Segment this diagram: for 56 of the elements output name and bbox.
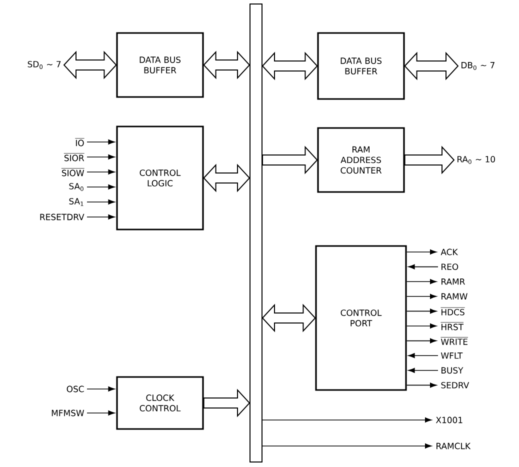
block-box: CONTROL PORT bbox=[315, 245, 407, 391]
signal-label: $\overline{\hbox{WRITE}}$ bbox=[440, 337, 468, 345]
signal-label: SEDRV bbox=[441, 382, 470, 388]
signal-arrow bbox=[406, 294, 437, 299]
bus-bar bbox=[250, 4, 262, 462]
signal-label: $\overline{\hbox{HDCS}}$ bbox=[440, 308, 465, 316]
signal-label: $\overline{\hbox{SIOR}}$ bbox=[64, 153, 84, 162]
signal-label: $\overline{\hbox{HRST}}$ bbox=[440, 322, 464, 330]
signal-arrow bbox=[262, 444, 432, 448]
signal-label: BUSY bbox=[442, 367, 464, 374]
signal-arrow bbox=[408, 353, 438, 358]
signal-label: RAMCLK bbox=[436, 442, 471, 450]
signal-label: REO bbox=[442, 264, 458, 270]
bus-arrow bbox=[262, 146, 318, 174]
signal-arrow bbox=[86, 154, 115, 160]
signal-label: SD$_{0}$ ∼ 7 bbox=[28, 60, 61, 69]
bus-arrow bbox=[203, 164, 250, 192]
signal-arrow bbox=[86, 214, 115, 220]
signal-label: WFLT bbox=[440, 352, 463, 359]
signal-label: DB$_{0}$ ∼ 7 bbox=[462, 62, 494, 70]
signal-arrow bbox=[86, 410, 115, 416]
signal-label: ACK bbox=[440, 248, 458, 256]
signal-arrow bbox=[406, 382, 437, 388]
signal-arrow bbox=[86, 184, 115, 190]
signal-label: SA$_{1}$ bbox=[69, 198, 84, 206]
block-box: RAM ADDRESS COUNTER bbox=[317, 127, 405, 193]
signal-label: MFMSW bbox=[52, 410, 84, 416]
signal-arrow bbox=[86, 170, 115, 174]
signal-arrow bbox=[408, 264, 438, 270]
signal-label: RAMR bbox=[442, 278, 465, 285]
signal-label: $\overline{\hbox{IO}}$ bbox=[75, 138, 84, 146]
signal-label: RAMW bbox=[442, 293, 468, 300]
block-box: DATA BUS BUFFER bbox=[116, 32, 204, 98]
signal-label: $\overline{\hbox{SIOW}}$ bbox=[61, 168, 84, 176]
signal-arrow bbox=[86, 386, 115, 392]
signal-arrow bbox=[86, 140, 115, 144]
signal-label: X1001 bbox=[436, 416, 462, 424]
bus-arrow bbox=[203, 50, 250, 80]
bus-arrow bbox=[404, 146, 455, 174]
signal-arrow bbox=[406, 250, 437, 254]
signal-arrow bbox=[406, 308, 437, 314]
signal-arrow bbox=[262, 418, 432, 422]
signal-label: OSC bbox=[66, 386, 84, 392]
block-box: CONTROL LOGIC bbox=[116, 126, 204, 230]
signal-arrow bbox=[406, 338, 437, 344]
signal-arrow bbox=[408, 368, 438, 373]
block-box: CLOCK CONTROL bbox=[116, 376, 204, 430]
signal-arrow bbox=[406, 279, 437, 284]
signal-arrow bbox=[86, 200, 115, 204]
signal-label: RESETDRV bbox=[40, 214, 84, 220]
block-box: DATA BUS BUFFER bbox=[317, 32, 405, 100]
signal-label: RA$_{0}$ ∼ 10 bbox=[458, 156, 495, 164]
signal-arrow bbox=[406, 324, 437, 328]
signal-label: SA$_{0}$ bbox=[69, 182, 84, 191]
bus-arrow bbox=[404, 52, 459, 80]
bus-arrow bbox=[203, 388, 250, 418]
